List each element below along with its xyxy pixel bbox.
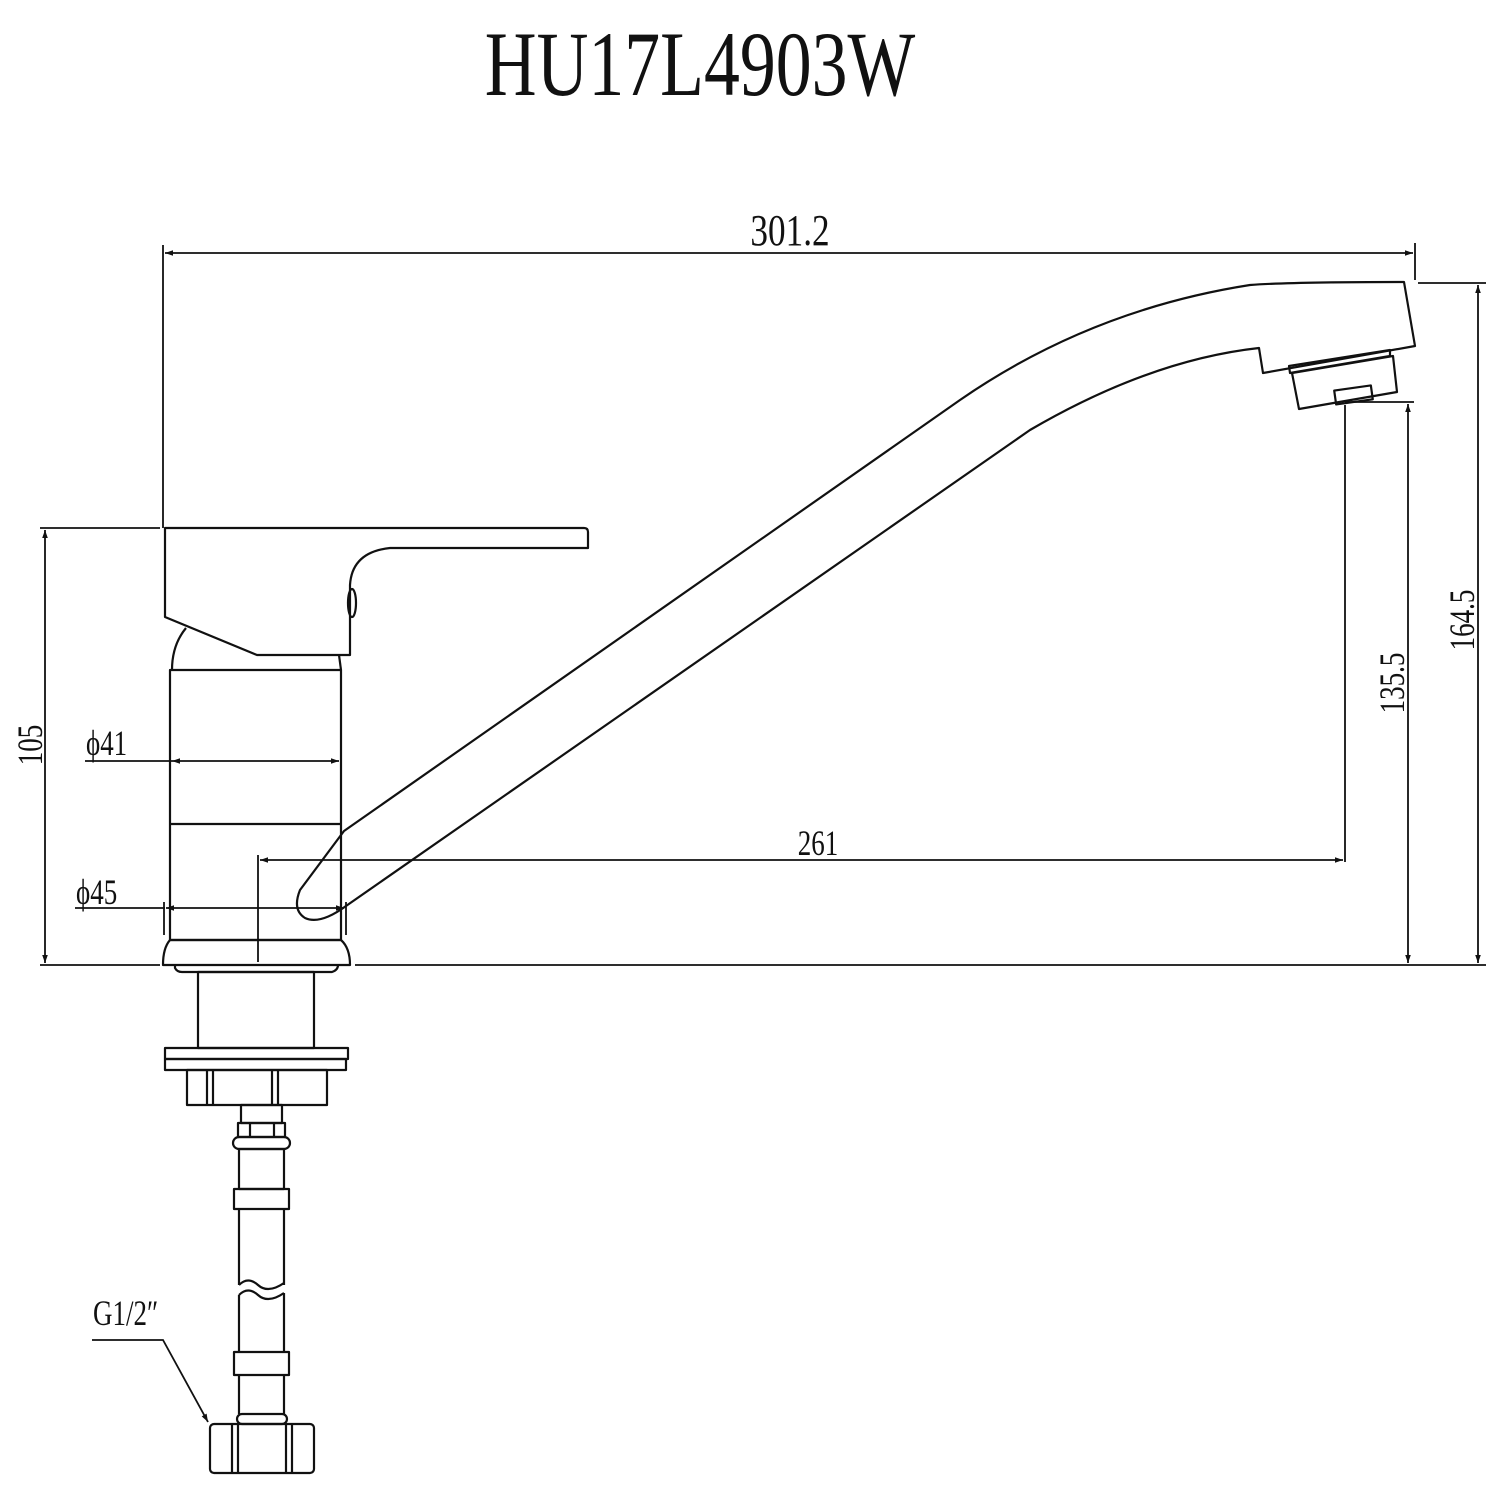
dim-outlet-height: 135.5 [1372, 653, 1412, 714]
handle [163, 526, 590, 657]
dim-body-height: 105 [10, 725, 50, 765]
dim-body-diameter: ϕ41 [86, 723, 127, 763]
dimension-lines [40, 243, 1486, 1423]
thread-label: G1/2″ [93, 1293, 158, 1333]
model-title: HU17L4903W [485, 12, 916, 115]
dim-overall-length: 301.2 [750, 205, 829, 255]
supply-hose [208, 1103, 316, 1475]
dim-base-diameter: ϕ45 [76, 872, 117, 912]
dim-reach: 261 [798, 823, 838, 863]
spout [295, 280, 1417, 921]
body [161, 627, 352, 1107]
dim-total-height: 164.5 [1442, 590, 1482, 651]
